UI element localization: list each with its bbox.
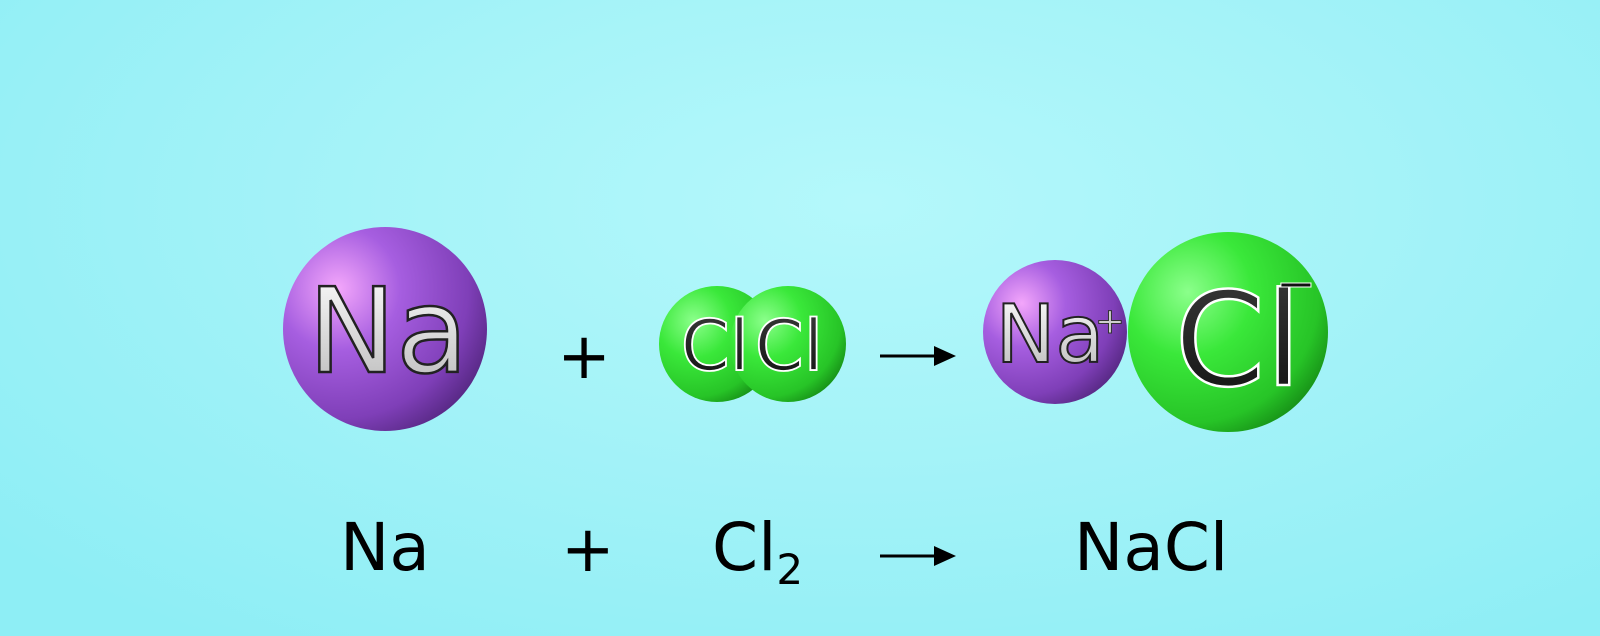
- equation-reactant-sodium: Na: [340, 509, 430, 586]
- sodium-atom: Na: [283, 227, 487, 431]
- chloride-ion-label: Cl: [1175, 264, 1302, 416]
- equation-product-sodium-chloride: NaCl: [1074, 509, 1229, 586]
- sodium-ion-charge: +: [1095, 301, 1125, 342]
- equation-reactant-chlorine: Cl2: [712, 515, 803, 591]
- equation-reactant-chlorine-subscript: 2: [776, 545, 804, 594]
- sodium-ion: Na +: [983, 260, 1127, 404]
- plus-sign-models: +: [557, 320, 611, 394]
- chlorine-molecule: Cl Cl: [659, 286, 846, 402]
- chlorine-atom-label-2: Cl: [755, 305, 823, 387]
- chloride-ion-charge: −: [1276, 256, 1316, 312]
- equation-plus-sign: +: [561, 513, 615, 587]
- equation-reactant-chlorine-symbol: Cl: [712, 509, 777, 586]
- chloride-ion: Cl −: [1128, 232, 1328, 432]
- chlorine-atom-label-1: Cl: [681, 305, 749, 387]
- reaction-arrow-models-icon: [880, 346, 956, 366]
- sodium-ion-label: Na: [996, 288, 1105, 381]
- sodium-atom-label: Na: [308, 262, 469, 400]
- reaction-arrow-equation-icon: [880, 546, 956, 566]
